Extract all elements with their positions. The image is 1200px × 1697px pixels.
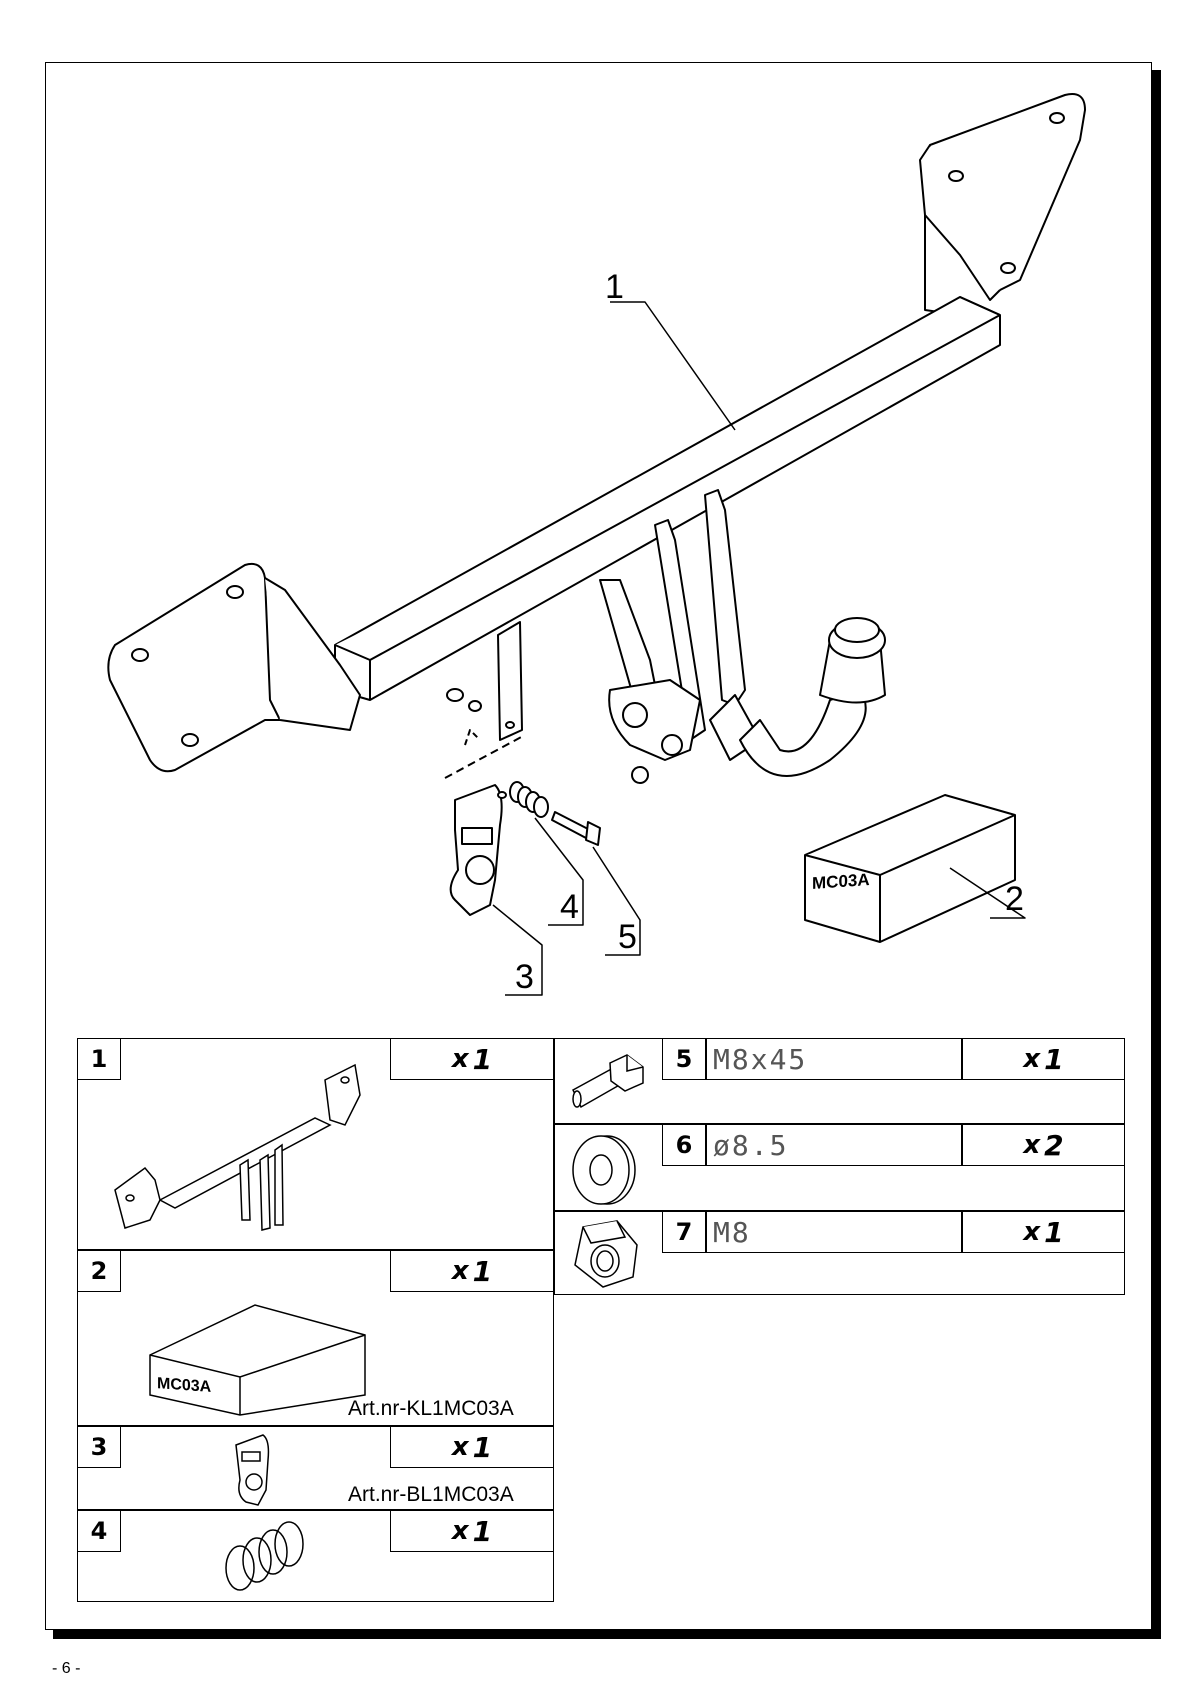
frame-shadow-right (1152, 70, 1161, 1638)
frame-shadow-bottom (53, 1630, 1161, 1639)
callout-3: 3 (515, 958, 534, 996)
part-1-thumbnail (114, 1063, 361, 1231)
socket-bracket-hanger (497, 621, 523, 741)
left-mounting-bracket (107, 562, 361, 773)
small-fasteners (444, 688, 526, 779)
part-5-spec: M8x45 (706, 1038, 962, 1080)
part-2-box-thumbnail (149, 1304, 366, 1416)
box-label: MC03A (812, 869, 870, 894)
part-4-number: 4 (77, 1510, 121, 1552)
callout-2: 2 (1005, 880, 1024, 918)
callout-5: 5 (618, 918, 637, 956)
part-3-number: 3 (77, 1426, 121, 1468)
part-1-number: 1 (77, 1038, 121, 1080)
part-6-washer-thumbnail (572, 1135, 636, 1205)
bolt (551, 811, 601, 846)
ball-mount-arms (599, 489, 746, 784)
page-number: - 6 - (52, 1660, 81, 1677)
part-7-spec: M8 (706, 1211, 962, 1253)
part-3-plate-thumbnail (235, 1434, 270, 1506)
cross-tube (334, 296, 1001, 701)
callout-4: 4 (560, 888, 579, 926)
part-3-article-number: Art.nr-BL1MC03A (348, 1483, 514, 1506)
part-5-number: 5 (662, 1038, 706, 1080)
part-4-spring-thumbnail (225, 1521, 304, 1591)
callout-1: 1 (605, 268, 624, 306)
box-drawing (804, 794, 1016, 943)
part-6-number: 6 (662, 1124, 706, 1166)
right-mounting-bracket (919, 93, 1086, 316)
part-6-spec: ø8.5 (706, 1124, 962, 1166)
part-7-number: 7 (662, 1211, 706, 1253)
tow-ball (709, 617, 886, 777)
socket-plate (449, 784, 507, 916)
part-2-number: 2 (77, 1250, 121, 1292)
part-5-bolt-thumbnail (572, 1054, 644, 1109)
part-2-article-number: Art.nr-KL1MC03A (348, 1397, 514, 1420)
spring (509, 781, 549, 818)
part-2-box-label: MC03A (157, 1375, 212, 1396)
leader-lines (492, 301, 1026, 996)
part-7-nut-thumbnail (574, 1220, 638, 1288)
